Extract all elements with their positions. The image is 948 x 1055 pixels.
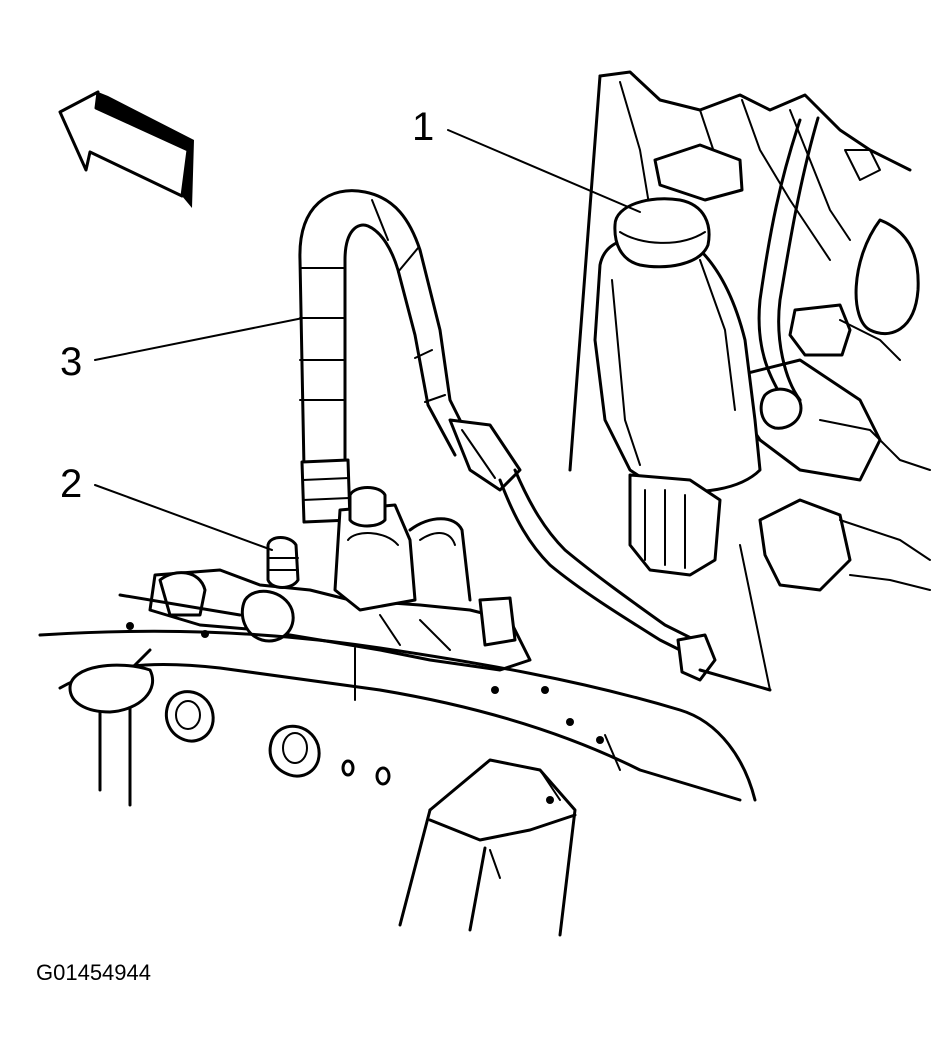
callout-leaders — [94, 129, 641, 551]
leader-line-3 — [94, 317, 304, 361]
leader-line-1 — [447, 129, 641, 213]
steering-gear-assembly — [148, 486, 532, 672]
power-steering-fluid-reservoir — [593, 197, 762, 577]
leader-line-2 — [94, 484, 273, 551]
callout-2: 2 — [60, 462, 82, 506]
power-steering-hose — [298, 189, 772, 692]
direction-arrow-icon — [58, 90, 194, 208]
lower-bracket — [398, 758, 577, 937]
frame-crossmember — [38, 593, 757, 807]
callout-1: 1 — [412, 105, 434, 149]
figure-code: G01454944 — [36, 960, 151, 985]
callout-3: 3 — [60, 340, 82, 384]
engine-compartment — [568, 70, 931, 691]
